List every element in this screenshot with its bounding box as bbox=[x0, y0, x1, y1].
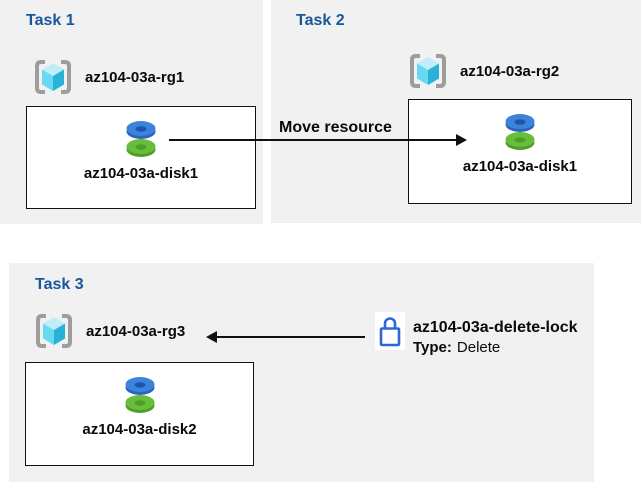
delete-lock-text: az104-03a-delete-lock Type:Delete bbox=[413, 318, 578, 358]
task2-title: Task 2 bbox=[296, 12, 345, 29]
disk-icon bbox=[126, 121, 156, 157]
resource-group-icon bbox=[36, 314, 72, 348]
resource-group-icon bbox=[410, 54, 446, 88]
move-resource-label: Move resource bbox=[279, 119, 392, 136]
task2-disk-label: az104-03a-disk1 bbox=[462, 158, 578, 175]
task3-panel: Task 3 az104-03a-rg3 az104-03a-disk2 bbox=[9, 263, 594, 482]
move-resource-arrowhead-icon bbox=[456, 134, 467, 146]
task3-resource-box: az104-03a-disk2 bbox=[25, 362, 254, 466]
lock-type-value: Delete bbox=[456, 339, 501, 356]
delete-lock-name: az104-03a-delete-lock bbox=[413, 319, 578, 336]
disk-icon bbox=[505, 114, 535, 150]
delete-lock-type: Type:Delete bbox=[413, 338, 578, 358]
task1-resource-group: az104-03a-rg1 bbox=[31, 58, 184, 96]
delete-lock bbox=[375, 312, 405, 350]
task1-panel: Task 1 az104-03a-rg1 az104-03a-disk1 bbox=[0, 0, 263, 224]
task2-panel: Task 2 az104-03a-rg2 az104-03a-disk1 bbox=[271, 0, 641, 223]
task2-resource-group: az104-03a-rg2 bbox=[406, 52, 559, 90]
move-resource-arrow-line bbox=[169, 139, 457, 141]
lock-arrowhead-icon bbox=[206, 331, 217, 343]
task3-resource-group-label: az104-03a-rg3 bbox=[86, 322, 186, 340]
disk-icon bbox=[125, 377, 154, 413]
task3-disk-label: az104-03a-disk2 bbox=[82, 421, 197, 438]
task1-title: Task 1 bbox=[26, 12, 75, 29]
task3-resource-group: az104-03a-rg3 bbox=[32, 312, 185, 350]
task2-resource-box: az104-03a-disk1 bbox=[408, 99, 632, 204]
task1-disk-label: az104-03a-disk1 bbox=[83, 165, 199, 182]
resource-group-icon bbox=[35, 60, 71, 94]
task2-resource-group-label: az104-03a-rg2 bbox=[460, 62, 560, 80]
task3-title: Task 3 bbox=[35, 276, 84, 293]
lock-icon bbox=[379, 317, 401, 347]
lock-type-label: Type: bbox=[413, 339, 452, 356]
task1-resource-group-label: az104-03a-rg1 bbox=[85, 68, 185, 86]
lock-arrow-line bbox=[217, 336, 365, 338]
task1-resource-box: az104-03a-disk1 bbox=[26, 106, 256, 209]
